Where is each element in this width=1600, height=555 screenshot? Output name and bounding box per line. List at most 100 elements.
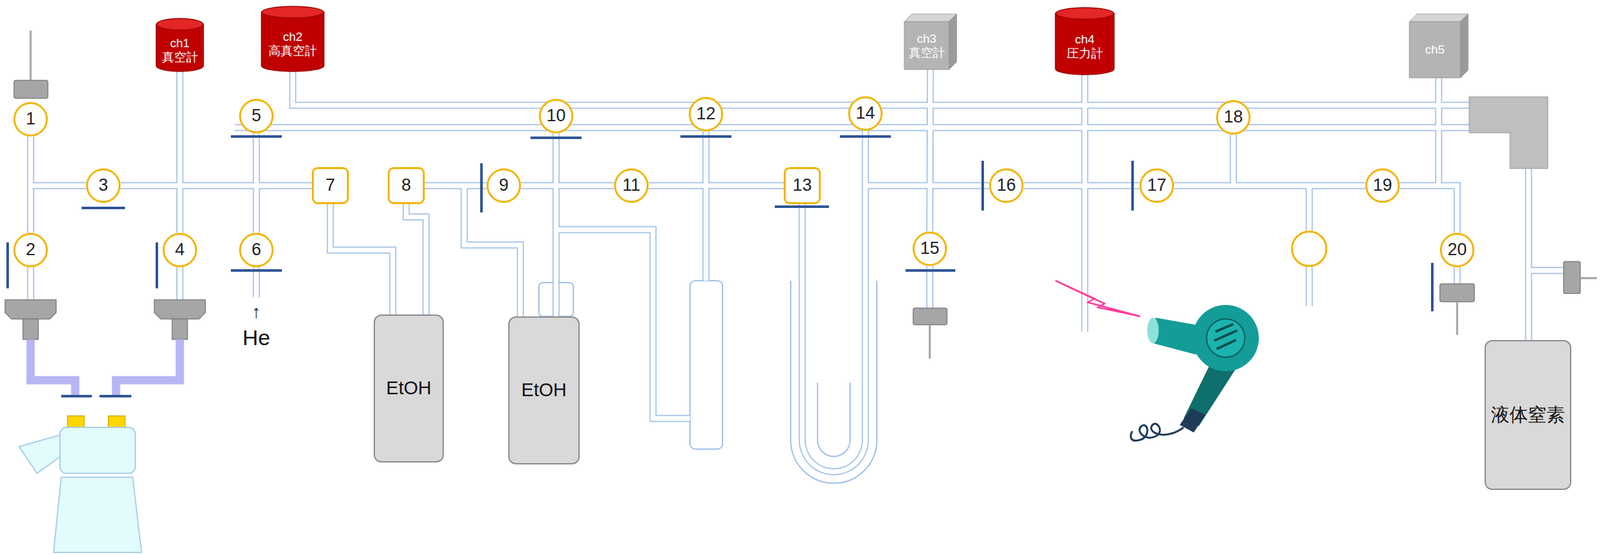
node-text: 13 bbox=[792, 175, 812, 196]
pipe-connector bbox=[120, 182, 312, 190]
pipe-bore bbox=[177, 71, 183, 233]
node-text: 高真空計 bbox=[268, 44, 317, 59]
pipe-connector bbox=[648, 182, 784, 190]
pipe-connector bbox=[424, 182, 487, 190]
valve-circle: 5 bbox=[239, 98, 274, 134]
pipe-bore bbox=[330, 204, 393, 315]
valve-handle bbox=[6, 242, 9, 289]
underlay-group bbox=[538, 280, 877, 484]
node-text: 液体窒素 bbox=[1490, 404, 1565, 426]
node-text: 12 bbox=[696, 103, 716, 124]
gauge-cylinder: ch4圧力計 bbox=[1055, 7, 1115, 75]
pipe-connector bbox=[1399, 185, 1458, 233]
gauge-box: ch3真空計 bbox=[904, 14, 957, 70]
dryer-vent bbox=[1206, 318, 1245, 358]
pipe-bore bbox=[30, 71, 1564, 419]
pipe-connector bbox=[1174, 182, 1366, 190]
node-text: 11 bbox=[622, 175, 641, 196]
pipe-connector bbox=[406, 204, 426, 315]
valve-box: 13 bbox=[783, 167, 821, 205]
gauge-cylinder: ch2高真空計 bbox=[261, 6, 324, 72]
pipe-bore bbox=[1174, 183, 1366, 189]
valve-handle bbox=[155, 242, 159, 289]
valve-circle: 15 bbox=[912, 231, 947, 266]
valve-handle bbox=[230, 135, 282, 138]
valve-handle bbox=[99, 394, 132, 398]
pipe-connector bbox=[521, 182, 615, 190]
dryer-vent-slot bbox=[1215, 323, 1234, 332]
dryer-cord bbox=[1130, 423, 1184, 441]
pipe-bore bbox=[1399, 185, 1458, 233]
valve-circle: 11 bbox=[614, 168, 649, 203]
hair-dryer bbox=[1130, 304, 1259, 441]
valve-circle: 14 bbox=[848, 96, 883, 131]
valve-ring bbox=[14, 234, 48, 267]
node-text: EtOH bbox=[521, 379, 567, 401]
fitting bbox=[14, 80, 48, 99]
valve-circle: 10 bbox=[538, 98, 574, 134]
valve-handles bbox=[7, 136, 1433, 397]
pump-spout bbox=[19, 434, 60, 474]
valve-circle: 1 bbox=[13, 102, 48, 137]
fitting bbox=[5, 299, 57, 319]
valve-handle bbox=[774, 205, 830, 208]
pipe-bore-group bbox=[30, 71, 1564, 419]
node-text: 6 bbox=[251, 239, 261, 260]
valve-circle: 6 bbox=[239, 232, 274, 268]
valve-circle: 9 bbox=[486, 168, 522, 203]
gauge-body bbox=[261, 12, 324, 72]
gas-label: He bbox=[242, 326, 270, 349]
node-text: ch2 bbox=[283, 29, 303, 45]
valve-handle bbox=[61, 394, 92, 398]
pipe-bore bbox=[406, 204, 426, 315]
node-text: 真空計 bbox=[161, 50, 199, 65]
node-text: 1 bbox=[25, 109, 36, 129]
valve-ring bbox=[1441, 234, 1474, 267]
pump-base bbox=[53, 477, 142, 553]
valve-ring bbox=[615, 169, 648, 203]
pipe-bore bbox=[521, 183, 615, 189]
connector-bore-group bbox=[30, 69, 1458, 472]
valve-ring bbox=[14, 103, 48, 136]
valve-handle bbox=[680, 135, 732, 138]
valve-circle: 3 bbox=[86, 168, 121, 203]
node-text: 真空計 bbox=[908, 45, 946, 60]
gauge-body bbox=[1055, 13, 1115, 75]
flow-arrow: ↑ bbox=[251, 302, 261, 321]
fitting bbox=[22, 318, 39, 340]
pipe-bore bbox=[929, 69, 931, 232]
valve-circle: 20 bbox=[1439, 232, 1475, 268]
fitting bbox=[1439, 283, 1475, 302]
gauge-front bbox=[904, 21, 949, 70]
dryer-tip bbox=[1147, 317, 1159, 344]
valve-ring bbox=[487, 169, 521, 203]
fitting-stem bbox=[29, 30, 32, 81]
valve-circle: 4 bbox=[162, 232, 198, 268]
valve-circle: 17 bbox=[1139, 168, 1175, 203]
fitting bbox=[1563, 261, 1581, 294]
node-text: 8 bbox=[401, 175, 411, 196]
node-text: 9 bbox=[498, 175, 509, 196]
dryer-vent-slot bbox=[1214, 330, 1238, 341]
node-text: ch5 bbox=[1425, 42, 1446, 57]
fitting bbox=[154, 299, 206, 319]
valve-box: 7 bbox=[311, 167, 349, 205]
node-text: 3 bbox=[98, 175, 108, 196]
valve-handle bbox=[530, 136, 582, 140]
valve-ring bbox=[1140, 169, 1174, 203]
pipe-bore bbox=[553, 133, 559, 317]
node-text: ch1 bbox=[170, 36, 191, 51]
node-text: 10 bbox=[546, 105, 566, 126]
gauge-side bbox=[1460, 14, 1468, 78]
valve-circle: 16 bbox=[989, 168, 1024, 203]
gauge-body bbox=[156, 24, 204, 72]
valve-handle bbox=[480, 163, 483, 213]
pipe-connector bbox=[176, 71, 184, 233]
fitting-stem bbox=[929, 324, 932, 359]
pipe-bore bbox=[120, 183, 312, 189]
valve-ring bbox=[240, 100, 273, 133]
valve-circle: 18 bbox=[1216, 100, 1251, 135]
pipe-bore bbox=[648, 183, 784, 189]
